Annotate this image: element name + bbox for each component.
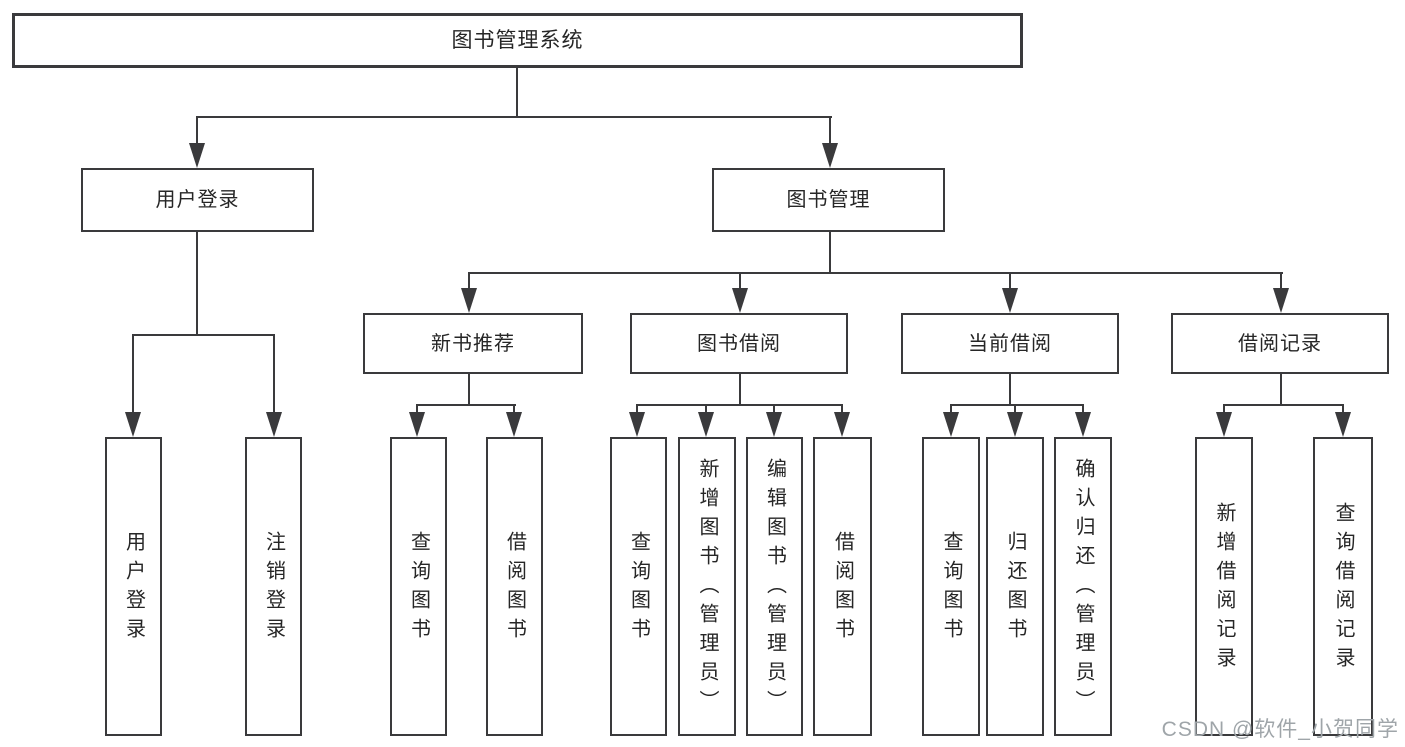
- arrow-to-query-books-borrow: [629, 405, 645, 437]
- arrow-to-add-borrow-record: [1216, 405, 1232, 437]
- node-library-management-system: 图书管理系统: [12, 13, 1023, 68]
- arrow-to-borrow-record: [1273, 273, 1289, 313]
- connector-recommend-splitter: [416, 404, 516, 406]
- arrow-to-book-management: [822, 117, 838, 168]
- node-leaf-user-login: 用户登录: [105, 437, 162, 736]
- node-book-management-module: 图书管理: [712, 168, 945, 232]
- node-leaf-return-books: 归还图书: [986, 437, 1044, 736]
- arrow-to-borrow-books-borrow: [834, 405, 850, 437]
- node-leaf-borrow-books-borrow: 借阅图书: [813, 437, 872, 736]
- connector-borrow-stem: [739, 373, 741, 406]
- arrow-to-query-books-recommend: [409, 405, 425, 437]
- node-leaf-edit-books-admin: 编辑图书（管理员）: [746, 437, 803, 736]
- connector-root-stem: [516, 67, 518, 118]
- arrow-to-current-borrow: [1002, 273, 1018, 313]
- connector-borrow-splitter: [636, 404, 843, 406]
- arrow-to-edit-books-admin: [766, 405, 782, 437]
- node-leaf-query-books-recommend: 查询图书: [390, 437, 447, 736]
- connector-record-stem: [1280, 373, 1282, 406]
- node-borrow-record: 借阅记录: [1171, 313, 1389, 374]
- connector-record-splitter: [1223, 404, 1344, 406]
- node-leaf-borrow-books-recommend: 借阅图书: [486, 437, 543, 736]
- node-leaf-logout: 注销登录: [245, 437, 302, 736]
- connector-current-stem: [1009, 373, 1011, 406]
- node-user-login-module: 用户登录: [81, 168, 314, 232]
- node-leaf-add-books-admin: 新增图书（管理员）: [678, 437, 736, 736]
- arrow-to-confirm-return-admin: [1075, 405, 1091, 437]
- arrow-to-leaf-user-login: [125, 335, 141, 437]
- connector-user-login-stem: [196, 231, 198, 336]
- node-leaf-confirm-return-admin: 确认归还（管理员）: [1054, 437, 1112, 736]
- node-book-borrow: 图书借阅: [630, 313, 848, 374]
- arrow-to-query-borrow-record: [1335, 405, 1351, 437]
- node-leaf-query-books-borrow: 查询图书: [610, 437, 667, 736]
- arrow-to-query-books-current: [943, 405, 959, 437]
- arrow-to-book-borrow: [732, 273, 748, 313]
- connector-book-management-splitter: [468, 272, 1283, 274]
- node-leaf-add-borrow-record: 新增借阅记录: [1195, 437, 1253, 736]
- arrow-to-new-book-recommend: [461, 273, 477, 313]
- connector-book-management-stem: [829, 231, 831, 274]
- arrow-to-add-books-admin: [698, 405, 714, 437]
- node-leaf-query-books-current: 查询图书: [922, 437, 980, 736]
- connector-root-splitter: [196, 116, 832, 118]
- node-new-book-recommend: 新书推荐: [363, 313, 583, 374]
- arrow-to-user-login: [189, 117, 205, 168]
- arrow-to-return-books: [1007, 405, 1023, 437]
- node-current-borrow: 当前借阅: [901, 313, 1119, 374]
- connector-recommend-stem: [468, 373, 470, 406]
- csdn-watermark: CSDN @软件_小贺同学: [1161, 718, 1399, 741]
- connector-user-login-splitter: [132, 334, 275, 336]
- node-leaf-query-borrow-record: 查询借阅记录: [1313, 437, 1373, 736]
- arrow-to-leaf-logout: [266, 335, 282, 437]
- arrow-to-borrow-books-recommend: [506, 405, 522, 437]
